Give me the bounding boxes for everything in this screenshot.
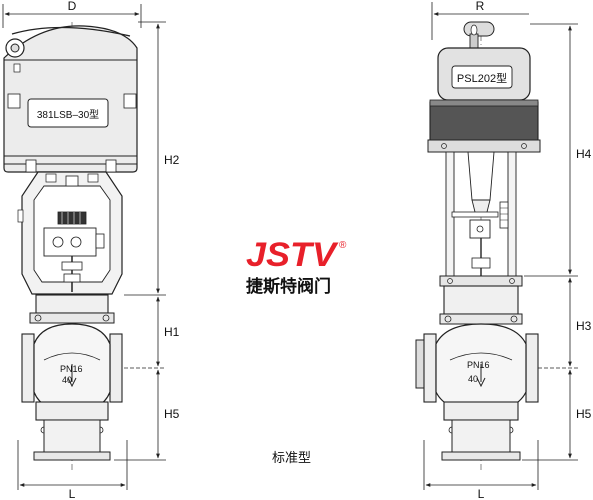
right-dim-lower (522, 277, 578, 461)
right-dim-top (431, 2, 529, 40)
right-actuator (427, 47, 541, 153)
right-dim-middle-label: H3 (576, 319, 592, 333)
left-valve: 381LSB–30型 (2, 4, 166, 490)
right-stem (439, 151, 523, 287)
left-dim-top-label: D (68, 0, 77, 13)
left-dim-lower (114, 296, 166, 461)
company-logo: JSTV ® 捷斯特阀门 (246, 236, 347, 296)
right-dim-upper-label: H4 (576, 147, 592, 161)
left-dim-top (2, 4, 142, 28)
left-dim-bottom (17, 440, 128, 490)
left-dim-middle-label: H1 (164, 325, 180, 339)
right-body-pn: PN16 (467, 360, 490, 370)
right-dim-lower-label: H5 (576, 407, 592, 421)
right-valve-body (415, 285, 539, 461)
left-valve-body (21, 294, 123, 461)
right-valve: PSL202型 (415, 2, 578, 490)
left-body-pn: PN16 (60, 364, 83, 374)
hand-wheel-icon (5, 38, 25, 58)
logo-registered: ® (339, 240, 347, 251)
drawing-caption: 标准型 (272, 450, 311, 465)
left-actuator (3, 25, 138, 173)
right-dim-bottom (423, 440, 539, 490)
left-yoke (17, 171, 123, 295)
right-dim-bottom-label: L (478, 487, 485, 500)
logo-mark: JSTV (246, 236, 340, 274)
right-dim-top-label: R (476, 0, 485, 13)
logo-company-name: 捷斯特阀门 (246, 276, 331, 296)
left-dim-upper-label: H2 (164, 153, 180, 167)
manual-handle-icon (463, 21, 495, 49)
left-dim-upper (124, 21, 166, 296)
right-actuator-model: PSL202型 (457, 71, 507, 85)
left-body-dn: 40 (62, 375, 72, 385)
left-actuator-model: 381LSB–30型 (37, 108, 99, 121)
right-body-dn: 40 (468, 374, 478, 384)
right-dim-upper (524, 23, 578, 277)
left-dim-lower-label: H5 (164, 407, 180, 421)
left-dim-bottom-label: L (69, 487, 76, 500)
